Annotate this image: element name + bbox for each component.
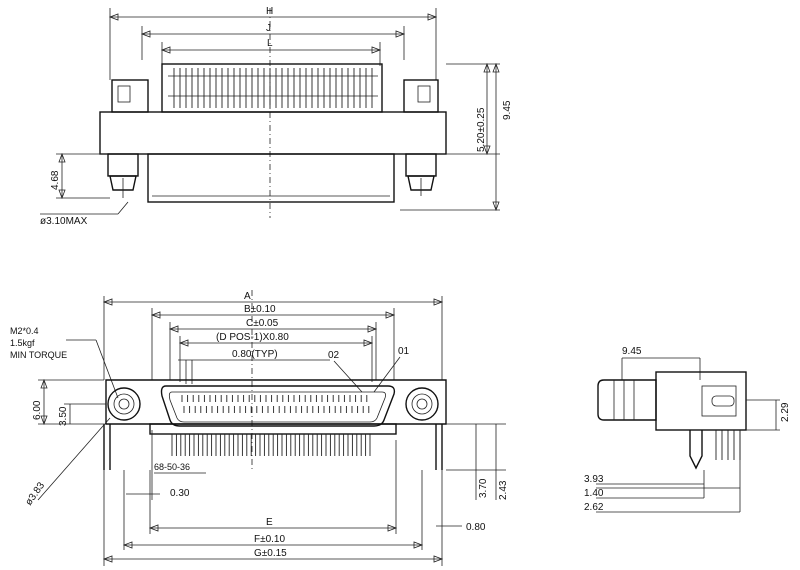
side-view: 9.45 2.29 3.93 1.40 2.62 [584,346,791,513]
screw-note-line3: MIN TORQUE [10,350,67,360]
dim-b-label: B±0.10 [244,304,276,315]
side-dim-140-label: 1.40 [584,488,604,499]
dim-e-label: E [266,517,273,528]
pin-count-label: 68-50-36 [154,462,190,472]
dim-520-label: 5.20±0.25 [476,107,487,152]
dim-243-label: 2.43 [498,480,509,500]
dim-f-label: F±0.10 [254,534,285,545]
dim-350-label: 3.50 [58,406,69,426]
dim-d-label: (D POS-1)X0.80 [216,332,289,343]
dim-468-label: 4.68 [50,170,61,190]
top-view: H J L [40,6,513,227]
dim-j-label: J [266,23,271,34]
dim-310-label: ø3.10MAX [40,216,88,227]
side-view-tail-pins [715,430,741,460]
dim-typ-label: 0.80(TYP) [232,349,278,360]
side-dim-229-label: 2.29 [780,402,791,422]
front-view: A B±0.10 C±0.05 (D POS-1)X0.80 0.80(TYP)… [10,290,509,566]
dim-c-label: C±0.05 [246,318,279,329]
screw-note-line2: 1.5kgf [10,338,35,348]
dim-370-label: 3.70 [478,478,489,498]
front-view-tail-pins [171,434,371,456]
side-dim-262-label: 2.62 [584,502,604,513]
side-dim-945-label: 9.45 [622,346,642,357]
dim-600-label: 6.00 [32,400,43,420]
dim-l-label: L [267,38,273,49]
screw-note-line1: M2*0.4 [10,326,39,336]
dim-g-label: G±0.15 [254,548,287,559]
dim-h-label: H [266,6,273,17]
pin-01-label: 01 [398,346,410,357]
front-view-pin-row [181,395,370,413]
top-view-pin-array [168,68,378,108]
dim-945-label: 9.45 [502,100,513,120]
pin-02-label: 02 [328,350,340,361]
dim-080-label: 0.80 [466,522,486,533]
side-dim-393-label: 3.93 [584,474,604,485]
dim-030-label: 0.30 [170,488,190,499]
dim-a-label: A [244,291,251,302]
